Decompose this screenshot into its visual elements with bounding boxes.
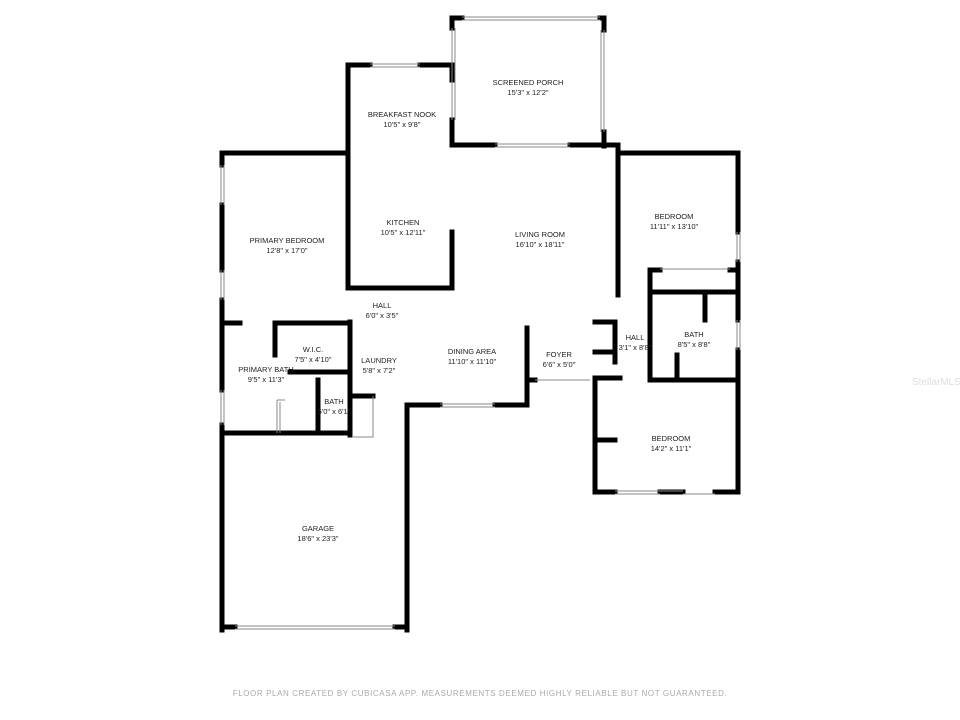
room-name: LAUNDRY	[361, 356, 397, 365]
room-name: KITCHEN	[386, 218, 420, 227]
room-dims: 5'8" x 7'2"	[362, 366, 396, 375]
room-name: BEDROOM	[654, 212, 694, 221]
room-label-wic: W.I.C.7'5" x 4'10"	[295, 345, 332, 365]
room-dims: 11'10" x 11'10"	[447, 357, 497, 366]
room-name: LIVING ROOM	[514, 230, 566, 239]
room-name: PRIMARY BATH	[238, 365, 294, 374]
room-dims: 15'3" x 12'2"	[507, 88, 549, 97]
room-name: SCREENED PORCH	[492, 78, 564, 87]
room-dims: 6'6" x 5'0"	[542, 360, 576, 369]
room-name: W.I.C.	[302, 345, 324, 354]
room-dims: 18'6" x 23'3"	[297, 534, 339, 543]
walls	[219, 15, 741, 633]
room-name: BREAKFAST NOOK	[367, 110, 437, 119]
room-dims: 10'5" x 12'11"	[380, 228, 426, 237]
room-name: HALL	[625, 333, 645, 342]
room-name: BATH	[684, 330, 704, 339]
room-name: FOYER	[546, 350, 572, 359]
room-dims: 12'8" x 17'0"	[266, 246, 308, 255]
room-dims: 10'5" x 9'8"	[383, 120, 421, 129]
room-dims: 6'0" x 3'5"	[365, 311, 399, 320]
room-name: DINING AREA	[447, 347, 497, 356]
room-name: HALL	[372, 301, 392, 310]
room-dims: 14'2" x 11'1"	[650, 444, 692, 453]
room-dims: 3'1" x 8'8"	[618, 343, 652, 352]
room-name: GARAGE	[301, 524, 335, 533]
footer-disclaimer: FLOOR PLAN CREATED BY CUBICASA APP. MEAS…	[232, 689, 728, 698]
room-dims: 9'5" x 11'3"	[247, 375, 285, 384]
windows-and-doors	[220, 16, 741, 630]
room-name: BATH	[324, 397, 344, 406]
room-dims: 11'11" x 13'10"	[649, 222, 699, 231]
room-name: PRIMARY BEDROOM	[249, 236, 325, 245]
room-dims: 8'5" x 8'8"	[677, 340, 711, 349]
room-name: BEDROOM	[651, 434, 691, 443]
room-dims: 7'5" x 4'10"	[294, 355, 332, 364]
watermark: StellarMLS	[912, 377, 960, 388]
room-dims: 5'0" x 6'1"	[317, 407, 351, 416]
room-dims: 16'10" x 18'11"	[515, 240, 565, 249]
